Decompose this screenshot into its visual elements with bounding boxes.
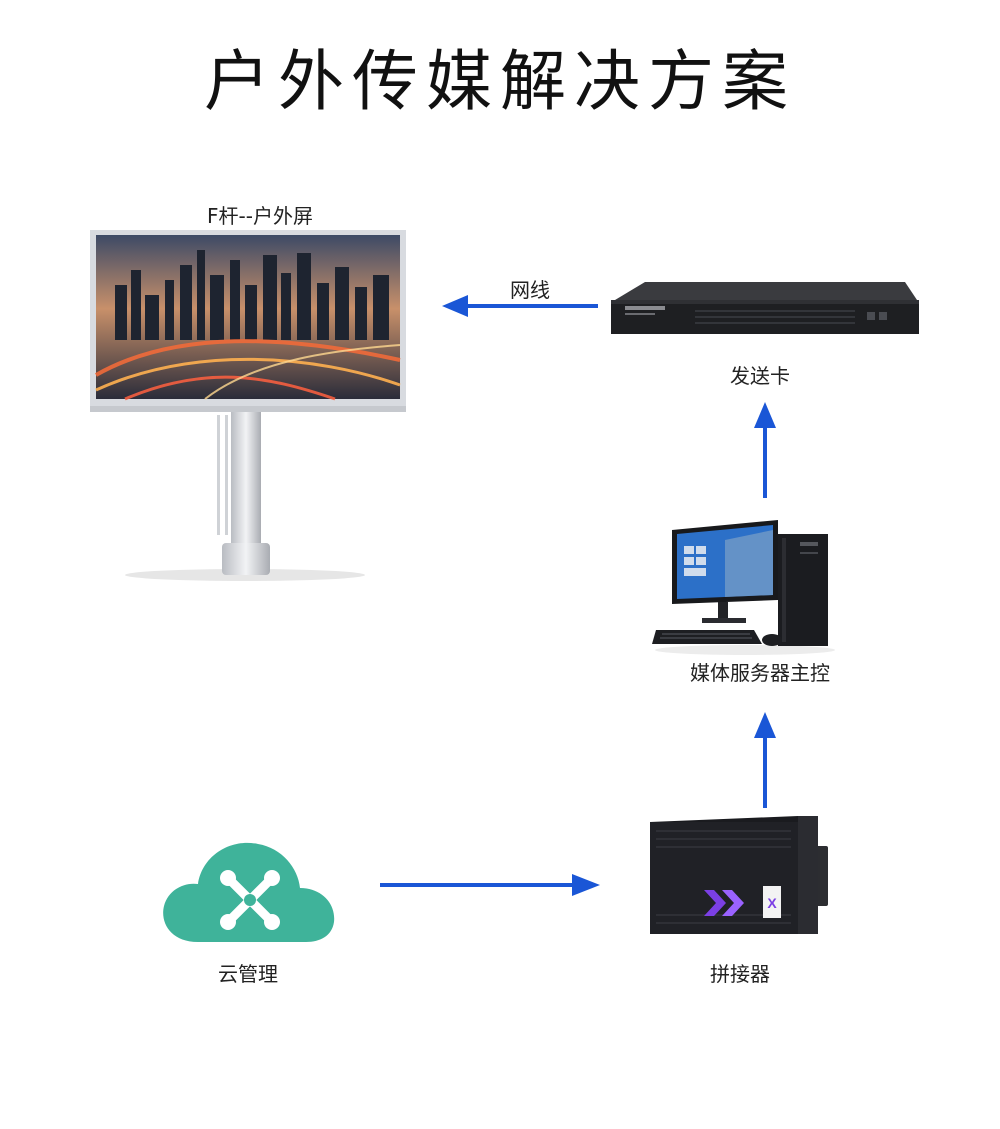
arrow-server-to-sending-card: [752, 400, 778, 500]
video-splicer-icon: X: [648, 814, 830, 938]
splicer-badge: X: [767, 895, 777, 911]
billboard-icon: [85, 225, 415, 585]
page-title: 户外传媒解决方案: [204, 43, 796, 120]
desktop-computer-icon: [650, 512, 840, 657]
network-cable-label: 网线: [510, 278, 550, 302]
billboard-label: F杆--户外屏: [207, 204, 313, 228]
sending-card-device-icon: [605, 280, 925, 340]
media-server-label: 媒体服务器主控: [690, 661, 830, 685]
network-cable-arrow: [440, 293, 600, 319]
sending-card-label: 发送卡: [730, 364, 790, 388]
splicer-label: 拼接器: [710, 962, 770, 986]
arrow-splicer-to-server: [752, 710, 778, 810]
cloud-management-icon: [158, 830, 338, 950]
arrow-cloud-to-splicer: [378, 872, 602, 898]
cloud-label: 云管理: [218, 962, 278, 986]
